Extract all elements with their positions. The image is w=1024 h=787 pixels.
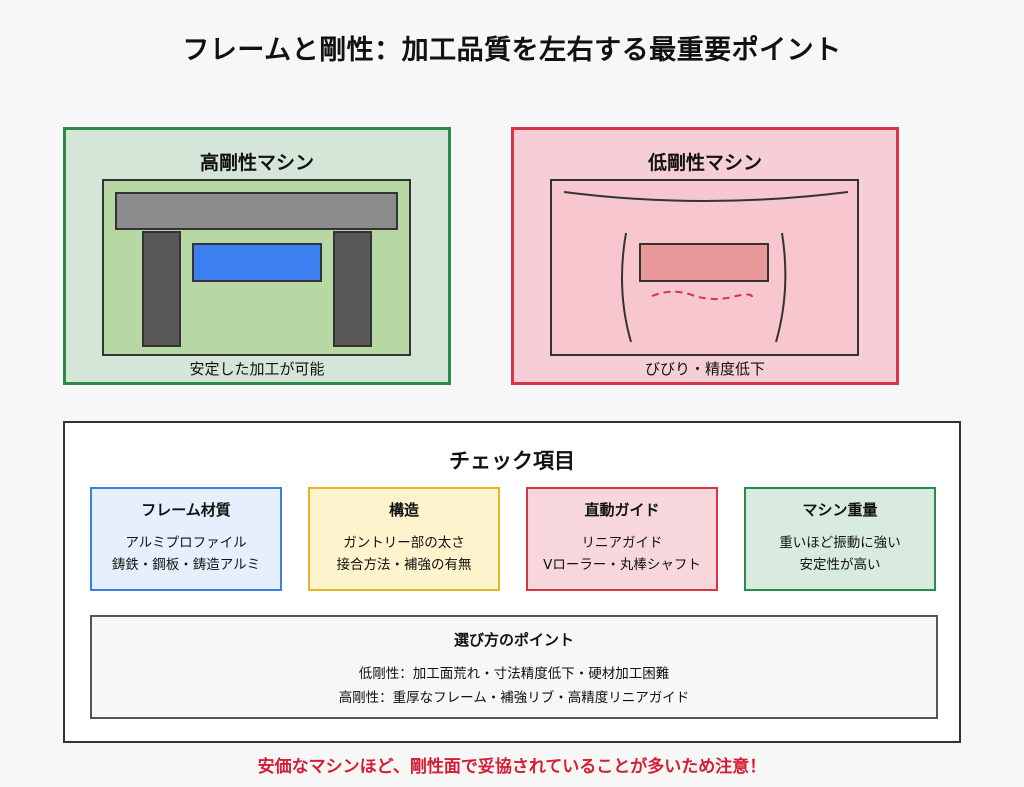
card-line: 安定性が高い (799, 557, 881, 573)
warning-note: 安価なマシンほど、剛性面で妥協されていることが多いため注意！ (257, 757, 767, 777)
workpiece (639, 243, 769, 282)
tips-line-high: 高剛性：重厚なフレーム・補強リブ・高精度リニアガイド (338, 690, 690, 706)
card-structure: 構造 ガントリー部の太さ 接合方法・補強の有無 (308, 487, 500, 591)
tips-line-low: 低剛性：加工面荒れ・寸法精度低下・硬材加工困難 (358, 666, 670, 682)
card-line: 鋳鉄・鋼板・鋳造アルミ (111, 557, 261, 573)
vibration-wave (651, 290, 753, 301)
card-title: 直動ガイド (584, 501, 660, 519)
card-line: Vローラー・丸棒シャフト (543, 557, 701, 573)
sagging-beam (563, 191, 849, 202)
low-rigidity-caption: びびり・精度低下 (644, 360, 765, 378)
card-title: フレーム材質 (141, 501, 231, 519)
bending-right-column (775, 232, 787, 343)
card-line: 重いほど振動に強い (779, 535, 901, 551)
high-rigidity-machine-diagram (102, 179, 411, 356)
page-title: フレームと剛性：加工品質を左右する最重要ポイント (182, 35, 842, 66)
card-line: ガントリー部の太さ (343, 535, 465, 551)
card-frame-material: フレーム材質 アルミプロファイル 鋳鉄・鋼板・鋳造アルミ (90, 487, 282, 591)
bending-left-column (621, 232, 632, 343)
high-rigidity-caption: 安定した加工が可能 (189, 360, 325, 378)
high-rigidity-title: 高剛性マシン (199, 152, 314, 174)
left-column (142, 231, 181, 347)
checklist-section: チェック項目 フレーム材質 アルミプロファイル 鋳鉄・鋼板・鋳造アルミ 構造 ガ… (63, 421, 961, 743)
gantry-beam (115, 192, 398, 230)
low-rigidity-title: 低剛性マシン (647, 152, 762, 174)
selection-tips-box: 選び方のポイント 低剛性：加工面荒れ・寸法精度低下・硬材加工困難 高剛性：重厚な… (90, 615, 938, 719)
tips-title: 選び方のポイント (453, 631, 574, 649)
card-linear-guide: 直動ガイド リニアガイド Vローラー・丸棒シャフト (526, 487, 718, 591)
high-rigidity-panel: 高剛性マシン 安定した加工が可能 (63, 127, 451, 385)
card-line: 接合方法・補強の有無 (336, 557, 472, 573)
low-rigidity-machine-diagram (550, 179, 859, 356)
low-rigidity-panel: 低剛性マシン びびり・精度低下 (511, 127, 899, 385)
card-machine-weight: マシン重量 重いほど振動に強い 安定性が高い (744, 487, 936, 591)
card-line: リニアガイド (581, 535, 663, 551)
card-title: 構造 (388, 501, 419, 519)
checklist-title: チェック項目 (449, 449, 575, 473)
card-line: アルミプロファイル (125, 535, 247, 551)
card-title: マシン重量 (802, 501, 878, 519)
workpiece (192, 243, 322, 282)
right-column (333, 231, 372, 347)
